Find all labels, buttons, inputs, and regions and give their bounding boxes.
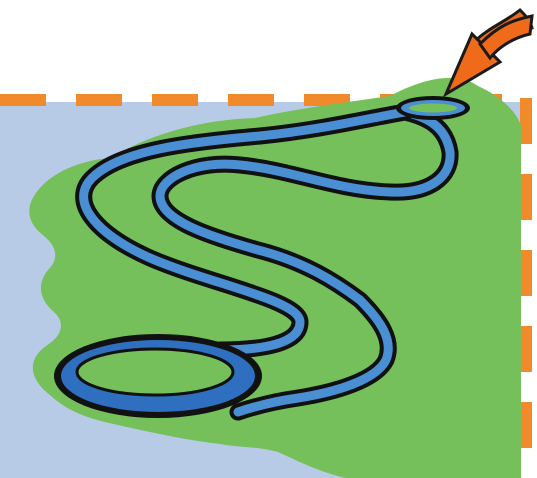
large-lake (54, 334, 262, 418)
curved-arrow-icon (446, 10, 532, 94)
source-pond (396, 96, 470, 120)
